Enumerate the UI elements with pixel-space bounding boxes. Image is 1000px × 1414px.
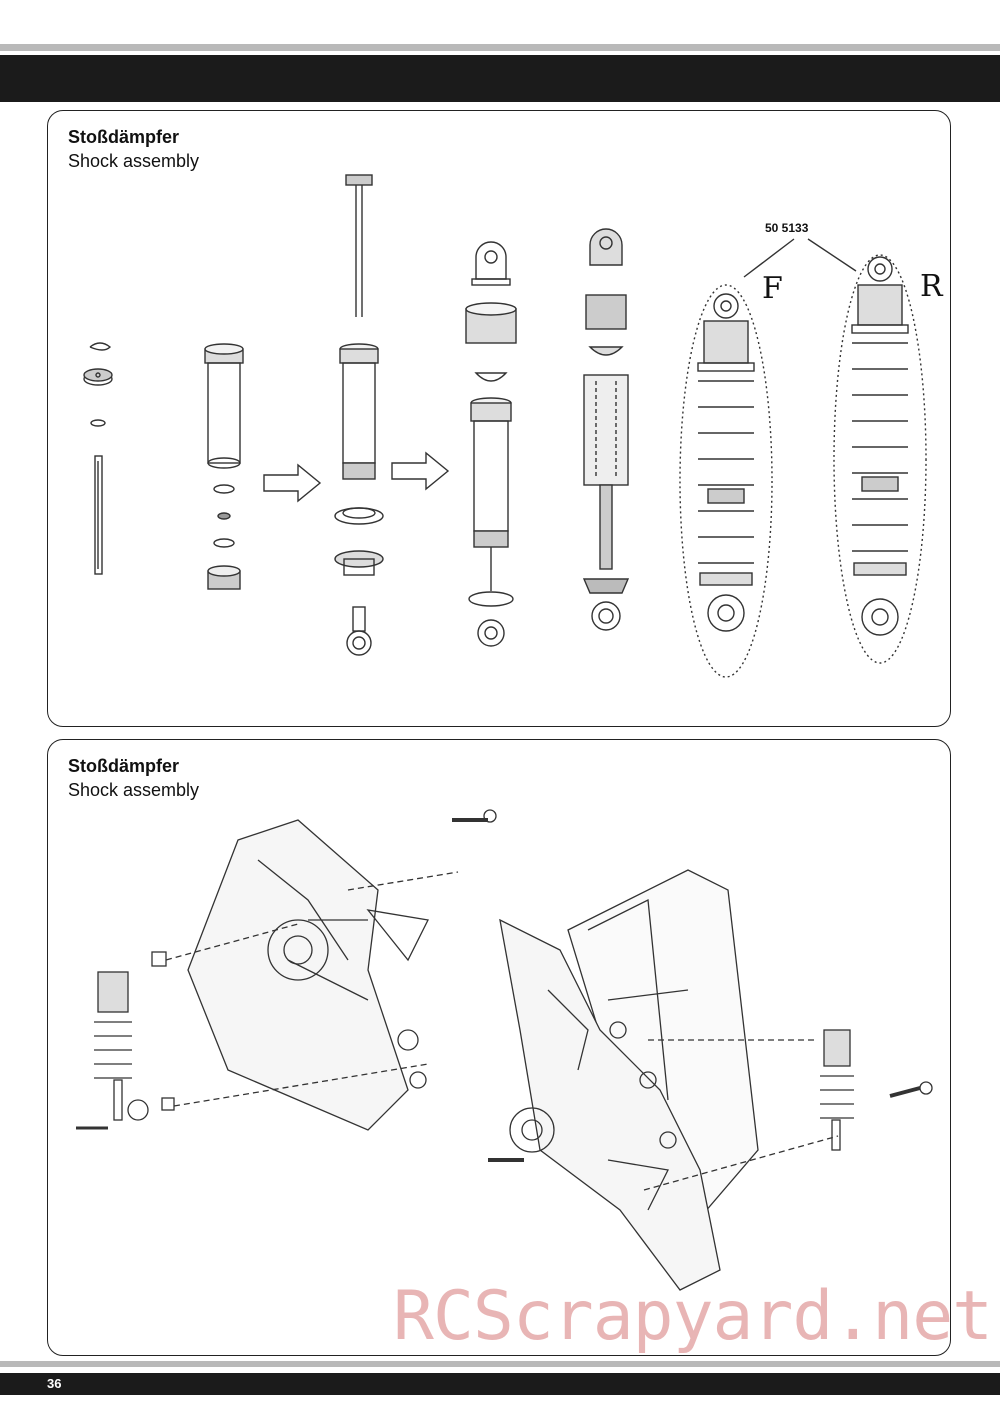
shock-assembly-panel-2: Stoßdämpfer Shock assembly (47, 739, 951, 1356)
guide-lines-front (165, 871, 459, 1107)
footer-rule (0, 1361, 1000, 1367)
page-number: 36 (47, 1376, 62, 1391)
rear-wing (567, 869, 759, 1221)
front-label: F (762, 271, 783, 306)
bottom-cap-part (207, 565, 241, 590)
top-cap-part (465, 302, 517, 344)
front-chassis (187, 819, 429, 1131)
collar-parts (334, 507, 384, 576)
o-ring-parts (213, 484, 235, 548)
bushing-left (151, 951, 167, 967)
watermark-text: RCScrapyard.net (393, 1277, 993, 1356)
rear-label: R (920, 269, 943, 304)
footer-bar (0, 1373, 1000, 1395)
panel-title: Stoßdämpfer Shock assembly (68, 125, 199, 173)
bushing-lower (161, 1097, 175, 1111)
panel-title-de: Stoßdämpfer (68, 127, 180, 147)
body-assembled-part (339, 343, 379, 480)
bladder-part (474, 372, 508, 382)
front-shock-part (679, 284, 773, 678)
rear-shock-part (833, 254, 927, 664)
part-number-leader (743, 238, 857, 278)
chassis-shock-mounting-diagram (76, 809, 933, 1291)
shaft-part (94, 455, 103, 575)
arrow-1 (263, 463, 322, 503)
shock-exploded-diagram (83, 174, 927, 678)
panel-title-de: Stoßdämpfer (68, 756, 180, 776)
rear-shock-detail (820, 1029, 933, 1151)
panel-title-en: Shock assembly (68, 151, 200, 171)
cutaway-shock-part (582, 228, 630, 631)
piston-part (83, 368, 113, 386)
panel-title-en: Shock assembly (68, 780, 200, 800)
rod-end-part (346, 606, 372, 656)
screw-top (452, 809, 497, 823)
shock-body-part (204, 343, 244, 469)
header-bar (0, 55, 1000, 102)
clip-part (89, 342, 112, 351)
rear-chassis (488, 918, 721, 1291)
front-shock-detail (76, 971, 149, 1130)
washer-part (90, 419, 106, 427)
header-rule (0, 44, 1000, 51)
panel-title: Stoßdämpfer Shock assembly (68, 754, 199, 802)
shock-assembly-panel-1: Stoßdämpfer Shock assembly 50 5133 F R (47, 110, 951, 727)
body-full-part (468, 397, 514, 647)
top-eyelet-part (471, 241, 511, 286)
part-number-label: 50 5133 (765, 221, 809, 235)
top-shaft-part (345, 174, 373, 317)
guide-lines-rear (643, 1039, 839, 1191)
arrow-2 (391, 451, 450, 491)
